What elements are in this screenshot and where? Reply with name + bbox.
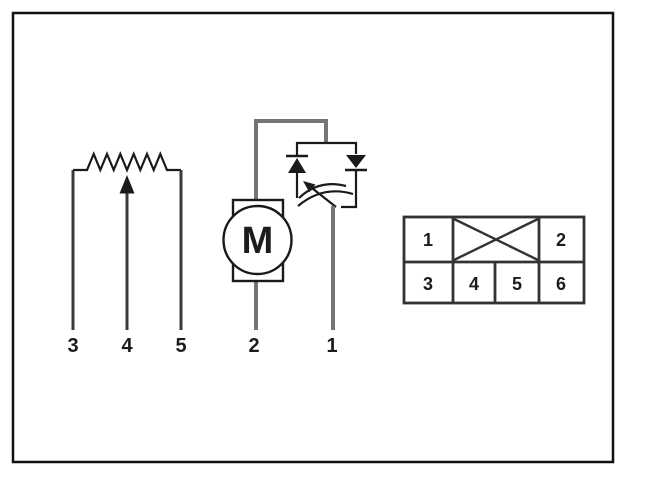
connector-cell-5: 5: [512, 274, 522, 294]
module-wiper-shaft: [309, 185, 337, 208]
wire-motor-to-module: [254, 119, 328, 200]
connector-cell-2: 2: [556, 230, 566, 250]
pin-label-5: 5: [175, 335, 186, 357]
pin-label-4: 4: [121, 335, 133, 357]
connector-labels: 1 2 3 4 5 6: [423, 230, 566, 294]
connector-cell-3: 3: [423, 274, 433, 294]
diode-up-icon: [288, 158, 306, 173]
module-wiper-arrow-icon: [303, 181, 316, 193]
connector-cell-6: 6: [556, 274, 566, 294]
connector-cell-1: 1: [423, 230, 433, 250]
pin-label-3: 3: [67, 335, 78, 357]
variable-track-arc-upper: [298, 183, 347, 199]
pin-labels: 3 4 5 2 1: [67, 335, 337, 357]
module-right-leg: [341, 170, 358, 209]
pin-label-2: 2: [248, 335, 259, 357]
suppressor-module: [286, 141, 367, 209]
connector-pinout: [402, 215, 586, 305]
resistor-zigzag-icon: [73, 151, 181, 173]
motor-symbol: M: [222, 119, 328, 330]
diode-down-icon: [346, 155, 366, 168]
x-cross-diagonal-2: [452, 217, 540, 262]
motor-circle: [222, 204, 293, 276]
variable-track-arc-lower: [297, 190, 354, 207]
pin-label-1: 1: [326, 335, 337, 357]
module-top-rail: [295, 141, 358, 155]
motor-label: M: [242, 220, 274, 262]
connector-cell-4: 4: [469, 274, 479, 294]
potentiometer-symbol: [73, 151, 181, 173]
wiper-arrow-icon: [119, 175, 135, 194]
